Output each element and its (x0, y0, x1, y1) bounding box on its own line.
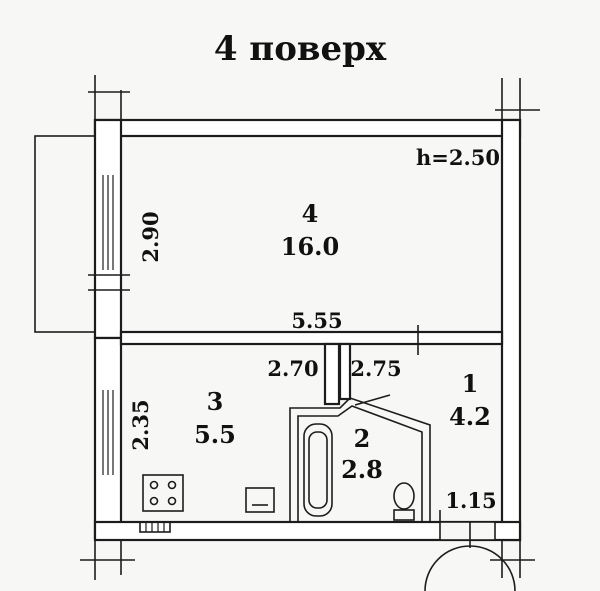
partition-hall (338, 342, 352, 401)
partition-kitchen-hall (323, 342, 341, 406)
window-left-lower (102, 390, 114, 475)
dimension-kitchen-depth: 2.35 (128, 399, 153, 450)
room-1-number: 1 (462, 369, 479, 398)
balcony (34, 135, 96, 333)
dimension-room-4-width: 5.55 (291, 308, 342, 333)
room-2-number: 2 (354, 424, 371, 453)
room-2-area: 2.8 (341, 455, 383, 484)
radiator-icon (139, 521, 171, 533)
room-3-area: 5.5 (194, 420, 236, 449)
toilet-icon (393, 482, 415, 521)
dimension-room-4-depth: 2.90 (138, 211, 163, 262)
room-1-area: 4.2 (449, 402, 491, 431)
room-3-number: 3 (207, 387, 224, 416)
window-left-upper (102, 175, 114, 270)
dimension-kitchen-width: 2.70 (267, 356, 318, 381)
top-wall (93, 118, 522, 138)
bottom-wall (93, 520, 522, 542)
sink-icon (245, 487, 275, 513)
dimension-hall-width: 1.15 (445, 488, 496, 513)
dimension-bath-width: 2.75 (350, 356, 401, 381)
stair-arc (424, 545, 516, 591)
outer-walls (80, 75, 540, 580)
room-4-area: 16.0 (281, 232, 339, 261)
bathroom-enclosure (289, 397, 431, 522)
dimension-line (354, 394, 391, 406)
bathroom-inner-line (297, 405, 423, 522)
floor-title: 4 поверх (214, 29, 387, 69)
ceiling-height-label: h=2.50 (416, 145, 500, 170)
right-wall (500, 118, 522, 542)
stove-icon (142, 474, 184, 512)
entrance-door (439, 521, 496, 541)
partition-horizontal (119, 330, 504, 346)
bathtub-icon (303, 423, 333, 517)
room-4-number: 4 (302, 199, 319, 228)
